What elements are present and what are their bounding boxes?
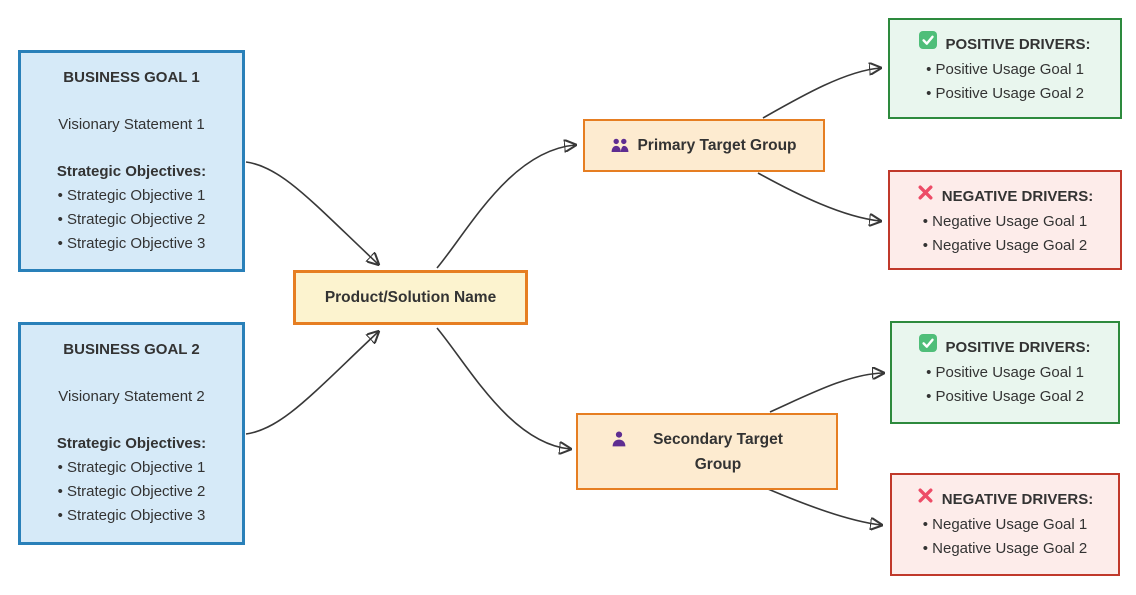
edge-goal1-product — [245, 161, 378, 264]
positive-drivers-1-title: POSITIVE DRIVERS: — [945, 36, 1091, 53]
primary-target-group-node: Primary Target Group — [583, 119, 825, 172]
business-goal-1-title: BUSINESS GOAL 1 — [63, 69, 200, 86]
negative-drivers-2-title: NEGATIVE DRIVERS: — [941, 491, 1094, 508]
objective-item: Strategic Objective 3 — [21, 504, 242, 528]
edge-secondary-positive — [769, 373, 883, 413]
objective-item: Strategic Objective 1 — [21, 184, 242, 208]
edge-primary-positive — [762, 68, 880, 119]
cross-icon — [917, 486, 934, 513]
secondary-target-group-label: Secondary Target Group — [653, 431, 783, 473]
driver-item: Negative Usage Goal 1 — [892, 513, 1118, 537]
user-icon — [612, 431, 626, 447]
driver-item: Positive Usage Goal 2 — [892, 385, 1118, 409]
business-goal-2-title: BUSINESS GOAL 2 — [63, 341, 200, 358]
cross-icon — [917, 183, 934, 210]
edge-product-primary — [436, 145, 575, 269]
driver-item: Positive Usage Goal 2 — [890, 82, 1120, 106]
product-solution-label: Product/Solution Name — [324, 288, 497, 306]
driver-item: Negative Usage Goal 2 — [890, 234, 1120, 258]
users-icon — [611, 138, 629, 153]
objective-item: Strategic Objective 2 — [21, 208, 242, 232]
business-goal-2-statement: Visionary Statement 2 — [58, 388, 205, 405]
edge-goal2-product — [245, 332, 378, 435]
business-goal-2-objectives-heading: Strategic Objectives: — [56, 435, 207, 452]
check-icon — [919, 31, 938, 58]
driver-item: Negative Usage Goal 1 — [890, 210, 1120, 234]
objective-item: Strategic Objective 1 — [21, 456, 242, 480]
secondary-target-group-node: Secondary Target Group — [576, 413, 838, 490]
positive-drivers-2-title: POSITIVE DRIVERS: — [945, 339, 1091, 356]
product-solution-node: Product/Solution Name — [293, 270, 528, 325]
business-goal-1-node: BUSINESS GOAL 1 Visionary Statement 1 St… — [18, 50, 245, 272]
positive-drivers-2-node: POSITIVE DRIVERS: Positive Usage Goal 1 … — [890, 321, 1120, 424]
objective-item: Strategic Objective 2 — [21, 480, 242, 504]
positive-drivers-1-node: POSITIVE DRIVERS: Positive Usage Goal 1 … — [888, 18, 1122, 119]
driver-item: Positive Usage Goal 1 — [892, 361, 1118, 385]
negative-drivers-2-node: NEGATIVE DRIVERS: Negative Usage Goal 1 … — [890, 473, 1120, 576]
edge-primary-negative — [757, 172, 880, 221]
business-goal-1-statement: Visionary Statement 1 — [58, 116, 205, 133]
negative-drivers-1-title: NEGATIVE DRIVERS: — [941, 188, 1094, 205]
business-goal-2-node: BUSINESS GOAL 2 Visionary Statement 2 St… — [18, 322, 245, 545]
negative-drivers-1-node: NEGATIVE DRIVERS: Negative Usage Goal 1 … — [888, 170, 1122, 270]
primary-target-group-label: Primary Target Group — [637, 136, 797, 154]
driver-item: Negative Usage Goal 2 — [892, 537, 1118, 561]
check-icon — [919, 334, 938, 361]
objective-item: Strategic Objective 3 — [21, 232, 242, 256]
edge-product-secondary — [436, 327, 570, 449]
edge-secondary-negative — [767, 488, 881, 525]
business-goal-1-objectives-heading: Strategic Objectives: — [56, 163, 207, 180]
driver-item: Positive Usage Goal 1 — [890, 58, 1120, 82]
